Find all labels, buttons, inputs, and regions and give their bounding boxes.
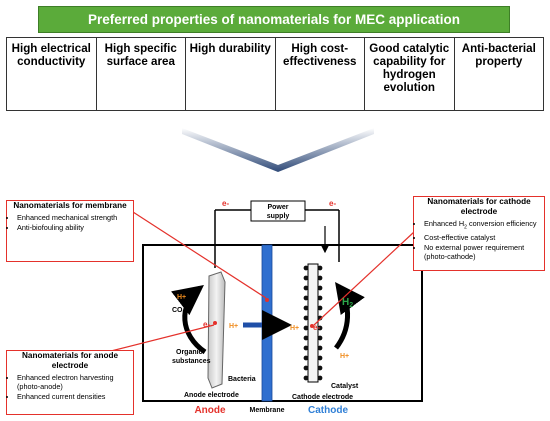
membrane-nanomaterials-box: Nanomaterials for membrane Enhanced mech… xyxy=(6,200,134,262)
reactor-chamber xyxy=(142,244,423,402)
catalyst-beads xyxy=(303,265,323,381)
title-banner: Preferred properties of nanomaterials fo… xyxy=(38,6,510,33)
chevron-down-icon xyxy=(182,128,374,172)
property-catalytic-capability: Good catalytic capability for hydrogen e… xyxy=(365,38,455,110)
properties-table: High electrical conductivity High specif… xyxy=(6,37,544,111)
property-anti-bacterial: Anti-bacterial property xyxy=(461,42,536,68)
cathode-electrode-label: Cathode electrode xyxy=(292,394,353,401)
cathode-item-3: No external power requirement (photo-cat… xyxy=(424,243,544,261)
property-cost-effectiveness: High cost-effectiveness xyxy=(276,38,365,110)
membrane-label: Membrane xyxy=(249,407,284,414)
property-durability: High durability xyxy=(186,38,276,110)
anode-reaction-arrow xyxy=(171,284,207,355)
property-surface-area: High specific surface area xyxy=(97,38,186,110)
cathode-box-title: Nanomaterials for cathode electrode xyxy=(427,197,531,216)
organic-label-1: Organic xyxy=(176,349,203,356)
anode-nanomaterials-box: Nanomaterials for anode electrode Enhanc… xyxy=(6,350,134,415)
membrane-item-2: Anti-biofouling ability xyxy=(17,223,133,232)
cathode-electrode xyxy=(307,263,319,383)
anode-leader xyxy=(106,324,215,353)
cathode-label: Cathode xyxy=(308,405,348,416)
organic-label-2: substances xyxy=(172,358,211,365)
cathode-reaction-arrow xyxy=(333,281,365,350)
h2-label: H2 xyxy=(342,297,353,309)
cathode-nanomaterials-box: Nanomaterials for cathode electrode Enha… xyxy=(413,196,545,271)
catalyst-label: Catalyst xyxy=(331,383,359,390)
membrane-item-1: Enhanced mechanical strength xyxy=(17,213,133,222)
cathode-leader xyxy=(313,231,415,326)
power-supply-label-1: Power xyxy=(267,204,288,211)
anode-item-1: Enhanced electron harvesting (photo-anod… xyxy=(17,373,133,391)
anode-label: Anode xyxy=(194,405,226,416)
proton-label-cathode-bottom: H+ xyxy=(340,353,349,360)
membrane-box-title: Nanomaterials for membrane xyxy=(13,201,127,210)
anode-electrode xyxy=(207,271,226,389)
bacteria-label: Bacteria xyxy=(228,376,256,383)
cathode-item-2: Cost-effective catalyst xyxy=(424,233,544,242)
proton-label-cathode: H+ xyxy=(290,325,299,332)
proton-label-anode: H+ xyxy=(177,294,186,301)
electron-label-cathode: e- xyxy=(313,323,320,332)
anode-box-title: Nanomaterials for anode electrode xyxy=(22,351,118,370)
membrane-leader xyxy=(132,211,267,299)
electron-label-left: e- xyxy=(222,199,229,208)
electron-label-anode: e- xyxy=(203,320,210,329)
power-supply-label-2: supply xyxy=(267,213,290,220)
anode-electrode-label: Anode electrode xyxy=(184,392,239,399)
property-conductivity: High electrical conductivity xyxy=(7,38,97,110)
electron-label-right: e- xyxy=(329,199,336,208)
cathode-item-1: Enhanced H2 conversion efficiency xyxy=(424,219,544,232)
power-supply-box xyxy=(250,200,306,222)
co2-label: CO2 xyxy=(172,307,186,316)
anode-item-2: Enhanced current densities xyxy=(17,392,133,401)
proton-label-membrane: H+ xyxy=(229,323,238,330)
